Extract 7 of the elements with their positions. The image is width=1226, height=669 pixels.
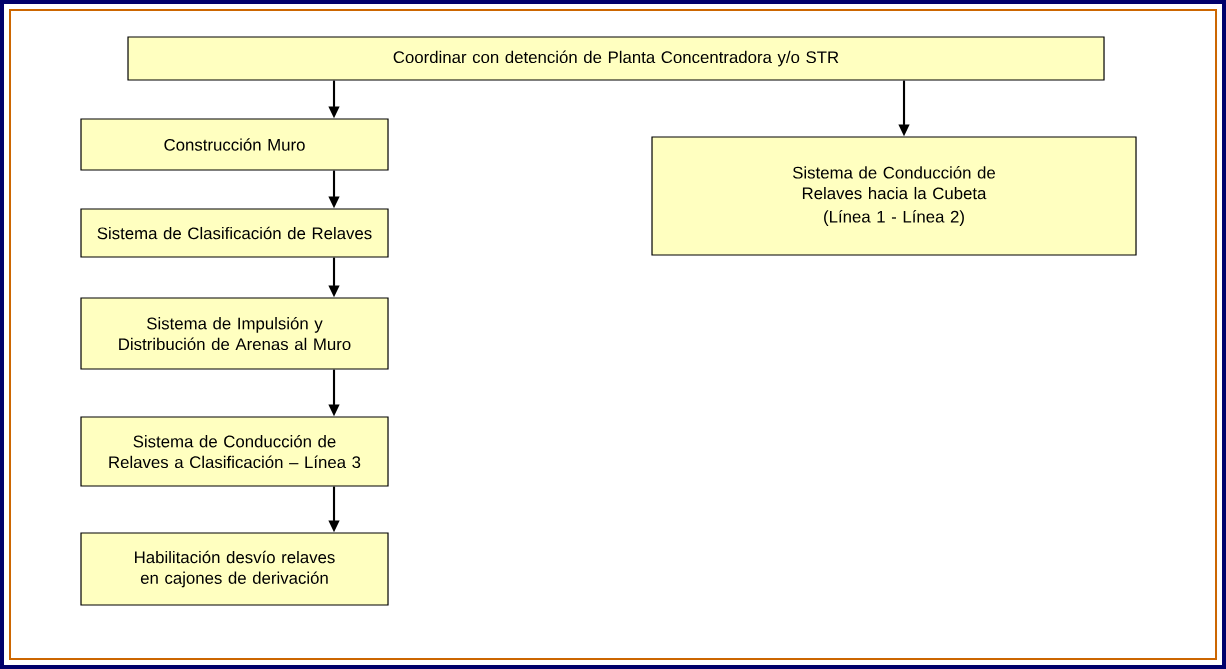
process-box: Sistema de Conducción de Relaves hacia la Cubeta (Línea 1 - Línea 2) xyxy=(651,136,1137,256)
process-box: Coordinar con detención de Planta Concentradora y/o STR xyxy=(127,36,1105,81)
process-box: Sistema de Conducción de Relaves a Clasificación – Línea 3 xyxy=(80,416,389,487)
process-box: Sistema de Impulsión y Distribución de Arenas al Muro xyxy=(80,297,389,370)
process-box: Construcción Muro xyxy=(80,118,389,171)
process-box: Sistema de Clasificación de Relaves xyxy=(80,208,389,258)
process-box: Habilitación desvío relaves en cajones de derivación xyxy=(80,532,389,606)
